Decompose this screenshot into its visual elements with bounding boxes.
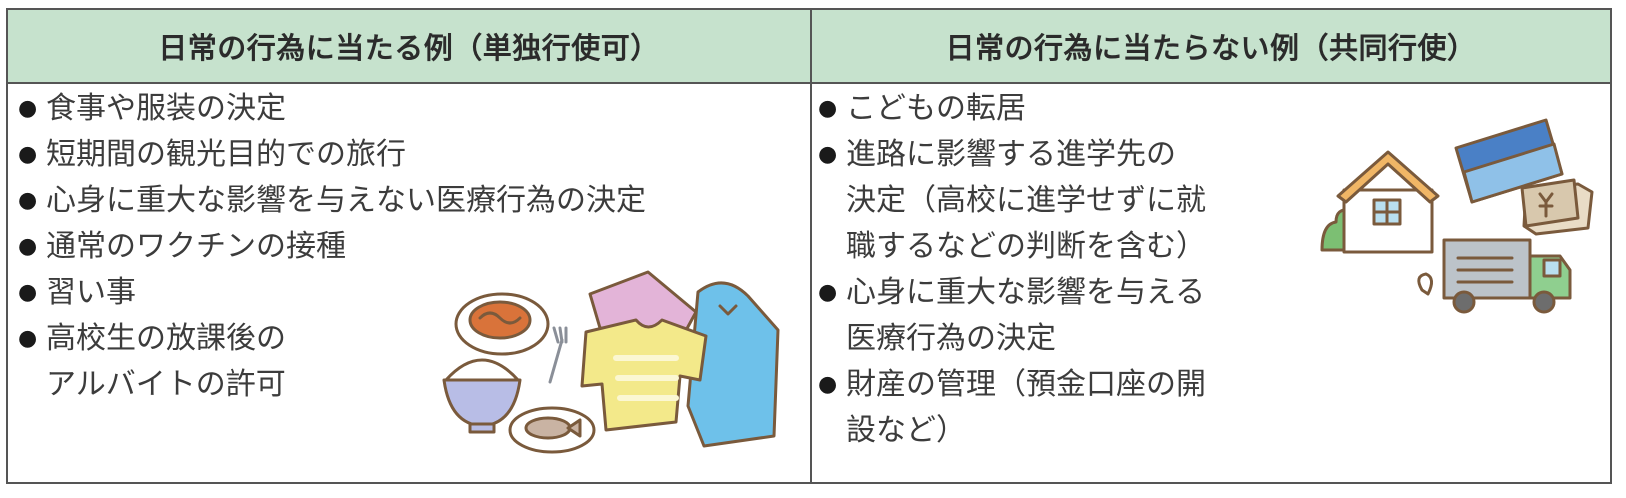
- table-header: 日常の行為に当たる例（単独行使可） 日常の行為に当たらない例（共同行使）: [8, 10, 1610, 84]
- yen-bills-icon: [1520, 178, 1594, 236]
- list-item: ●心身に重大な影響を与える 医療行為の決定: [818, 270, 1288, 362]
- pink-pants-icon: [588, 270, 698, 336]
- list-item: ●習い事: [18, 270, 798, 316]
- right-list: ●こどもの転居 ●進路に影響する進学先の 決定（高校に進学せずに就 職するなどの…: [818, 86, 1288, 454]
- fish-plate-icon: [508, 406, 596, 454]
- food-clothes-illustration: [442, 270, 780, 454]
- spaghetti-plate-icon: [454, 292, 550, 356]
- blue-hoodie-icon: [686, 281, 780, 448]
- fork-icon: [548, 326, 568, 384]
- bullet-icon: ●: [18, 142, 38, 167]
- bullet-icon: ●: [18, 280, 38, 305]
- bullet-icon: ●: [818, 372, 838, 397]
- list-item: ●高校生の放課後の アルバイトの許可: [18, 316, 798, 408]
- bullet-icon: ●: [18, 188, 38, 213]
- column-divider: [810, 10, 812, 482]
- house-icon: [1336, 150, 1440, 254]
- list-item: ●心身に重大な影響を与えない医療行為の決定: [18, 178, 798, 224]
- left-column-header: 日常の行為に当たる例（単独行使可）: [158, 31, 660, 65]
- bullet-icon: ●: [18, 96, 38, 121]
- list-item: ●食事や服装の決定: [18, 86, 798, 132]
- yellow-tshirt-icon: [580, 318, 708, 432]
- bullet-icon: ●: [818, 280, 838, 305]
- rice-bowl-icon: [442, 358, 522, 434]
- list-item: ●こどもの転居: [818, 86, 1288, 132]
- left-list: ●食事や服装の決定 ●短期間の観光目的での旅行 ●心身に重大な影響を与えない医療…: [18, 86, 798, 408]
- list-item: ●通常のワクチンの接種: [18, 224, 798, 270]
- right-column-header: 日常の行為に当たらない例（共同行使）: [945, 31, 1477, 65]
- bankbook-icon: [1454, 118, 1564, 204]
- list-item: ●財産の管理（預金口座の開 設など）: [818, 362, 1288, 454]
- list-item: ●進路に影響する進学先の 決定（高校に進学せずに就 職するなどの判断を含む）: [818, 132, 1288, 270]
- bullet-icon: ●: [818, 142, 838, 167]
- bullet-icon: ●: [18, 326, 38, 351]
- bullet-icon: ●: [818, 96, 838, 121]
- bullet-icon: ●: [18, 234, 38, 259]
- comparison-table: 日常の行為に当たる例（単独行使可） 日常の行為に当たらない例（共同行使）: [6, 8, 1612, 484]
- truck-icon: [1417, 238, 1572, 314]
- house-bank-truck-illustration: [1320, 118, 1594, 314]
- list-item: ●短期間の観光目的での旅行: [18, 132, 798, 178]
